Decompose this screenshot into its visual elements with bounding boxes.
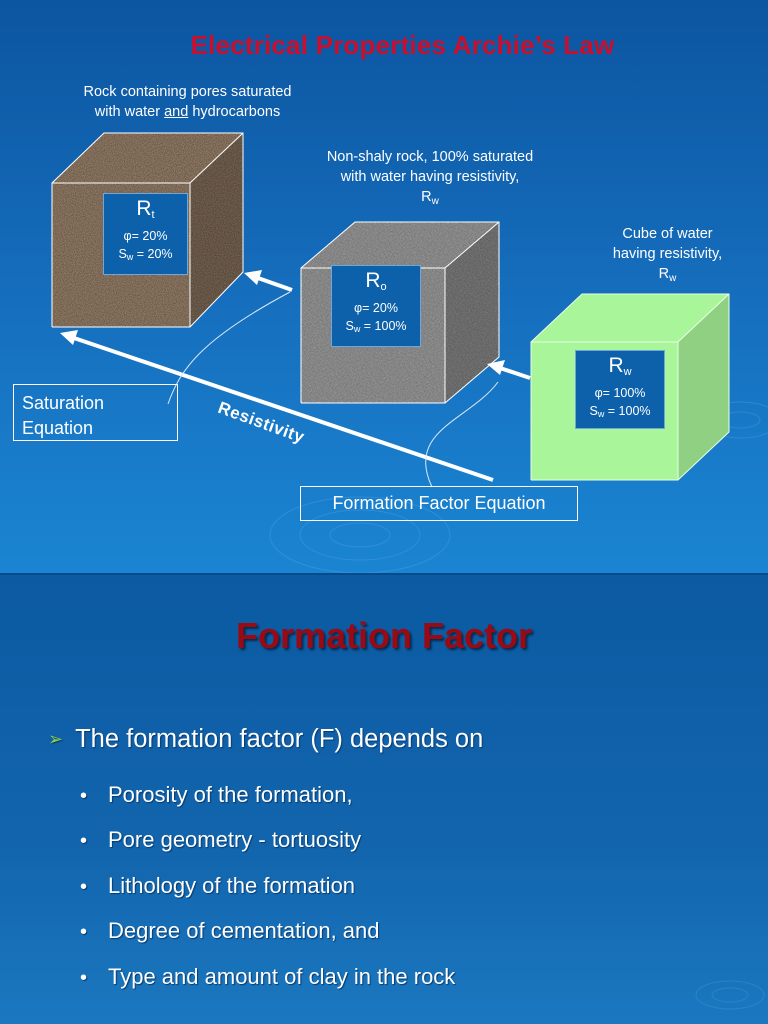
slide-divider [0,573,768,576]
arrows [60,270,531,482]
slide-formation-factor: Formation Factor ➢The formation factor (… [0,575,768,1024]
list-item: •Lithology of the formation [80,866,455,911]
arrow-resistivity [73,336,494,482]
caption-ro-line1: Non-shaly rock, 100% saturated [326,149,534,165]
cube-ro-top [301,222,499,268]
arrow-rw-to-ro [499,366,531,380]
caption-rt-line2: with water and hydrocarbons [94,104,281,120]
bullet-dot-icon: • [80,875,88,898]
list-item: •Porosity of the formation, [80,775,455,820]
slide2-title: Formation Factor [235,615,532,656]
cube-ro-side [445,222,499,403]
cube-rw-top [531,294,729,342]
caption-rw-line2: having resistivity, [612,246,723,262]
label-rt-saturation: Sw = 20% [118,247,173,262]
saturation-leader [167,291,291,405]
slide2-ripples [695,980,765,1010]
label-rw: Rw φ= 100% Sw = 100% [575,350,665,429]
label-rt-porosity: φ= 20% [123,229,168,243]
arrow-ro-to-rt [257,276,293,292]
saturation-equation-box: Saturation Equation [13,384,178,441]
label-rw-porosity: φ= 100% [594,386,646,400]
caption-rw: Cube of water having resistivity, Rw [590,224,745,286]
bullet-dot-icon: • [80,966,88,989]
caption-rt: Rock containing pores saturated with wat… [55,82,320,122]
caption-ro: Non-shaly rock, 100% saturated with wate… [295,147,565,209]
caption-rw-line3: Rw [658,266,677,284]
label-rt: Rt φ= 20% Sw = 20% [103,193,188,275]
caption-rt-line1: Rock containing pores saturated [83,84,292,100]
cube-rw-side [678,294,729,480]
list-item: •Type and amount of clay in the rock [80,957,455,1002]
list-item: •Degree of cementation, and [80,911,455,956]
cube-rt-top [52,133,243,183]
slide-archies-law: Electrical Properties Archie’s Law Rock … [0,0,768,575]
label-rw-saturation: Sw = 100% [589,404,651,419]
bullet-dot-icon: • [80,785,88,807]
bullet-dot-icon: • [80,830,88,853]
label-ro-porosity: φ= 20% [354,301,398,315]
caption-rw-line1: Cube of water [622,226,713,242]
caption-ro-line2: with water having resistivity, [340,169,520,185]
factor-list: •Porosity of the formation, •Pore geomet… [80,775,455,1002]
slide1-title: Electrical Properties Archie’s Law [190,30,615,60]
bullet-dot-icon: • [80,921,88,944]
arrow-bullet-icon: ➢ [48,729,64,749]
lead-bullet: ➢The formation factor (F) depends on [48,725,484,753]
label-ro-saturation: Sw = 100% [345,319,407,334]
caption-ro-line3: Rw [421,189,439,207]
formation-leader [425,381,499,488]
cube-rt-side [190,133,243,327]
list-item: •Pore geometry - tortuosity [80,820,455,865]
label-ro: Ro φ= 20% Sw = 100% [331,265,421,347]
formation-factor-equation-box: Formation Factor Equation [300,486,578,521]
